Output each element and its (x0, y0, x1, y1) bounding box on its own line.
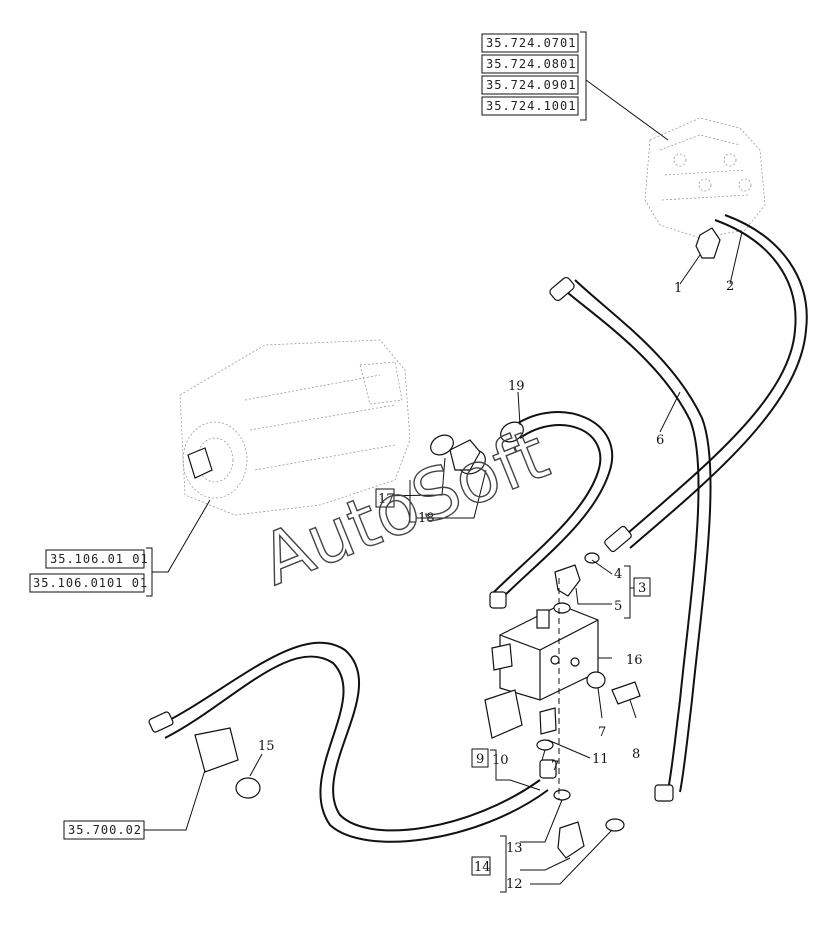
ref-valve-3[interactable]: 35.724.0901 (486, 78, 576, 92)
callout-9[interactable]: 9 (476, 752, 484, 767)
callout-7[interactable]: 7 (598, 725, 606, 740)
ref-pump-1[interactable]: 35.106.01 01 (50, 552, 149, 566)
pump-connectors (430, 421, 524, 475)
pump-reference-group: 35.106.01 01 35.106.0101 01 (29, 499, 211, 597)
small-parts (194, 552, 641, 859)
callout-18[interactable]: 18 (418, 511, 435, 526)
ref-accessory[interactable]: 35.700.02 (68, 823, 142, 837)
callout-1[interactable]: 1 (674, 281, 682, 296)
callout-13[interactable]: 13 (506, 841, 523, 856)
ref-valve-2[interactable]: 35.724.0801 (486, 57, 576, 71)
callout-16[interactable]: 16 (626, 653, 643, 668)
ref-valve-1[interactable]: 35.724.0701 (486, 36, 576, 50)
callout-6[interactable]: 6 (656, 433, 664, 448)
callout-7b[interactable]: 7 (551, 759, 559, 774)
ref-pump-2[interactable]: 35.106.0101 01 (33, 576, 148, 590)
valve-block-ghost (644, 117, 766, 239)
callout-8[interactable]: 8 (632, 747, 640, 762)
callout-14[interactable]: 14 (474, 860, 491, 875)
callout-17[interactable]: 17 (378, 492, 395, 507)
callout-3[interactable]: 3 (638, 581, 646, 596)
callout-12[interactable]: 12 (506, 877, 523, 892)
valve-tee-fitting (695, 227, 721, 259)
hoses (159, 214, 808, 843)
callout-15[interactable]: 15 (258, 739, 275, 754)
callout-11[interactable]: 11 (592, 752, 609, 767)
callout-2[interactable]: 2 (726, 279, 734, 294)
callout-5[interactable]: 5 (614, 599, 622, 614)
callout-4[interactable]: 4 (614, 567, 622, 582)
callout-19[interactable]: 19 (508, 379, 525, 394)
pump-ghost (179, 339, 411, 516)
pump-output-shaft (187, 447, 213, 479)
manifold-block (484, 604, 599, 739)
callout-numbers: 1 2 3 4 5 6 7 7 8 9 10 11 12 13 14 15 16… (258, 279, 734, 892)
valve-reference-group: 35.724.0701 35.724.0801 35.724.0901 35.7… (481, 31, 669, 141)
ref-valve-4[interactable]: 35.724.1001 (486, 99, 576, 113)
accessory-reference: 35.700.02 (63, 769, 206, 840)
leader-lines (249, 231, 743, 893)
hose-fittings (148, 276, 674, 802)
callout-10[interactable]: 10 (492, 753, 509, 768)
